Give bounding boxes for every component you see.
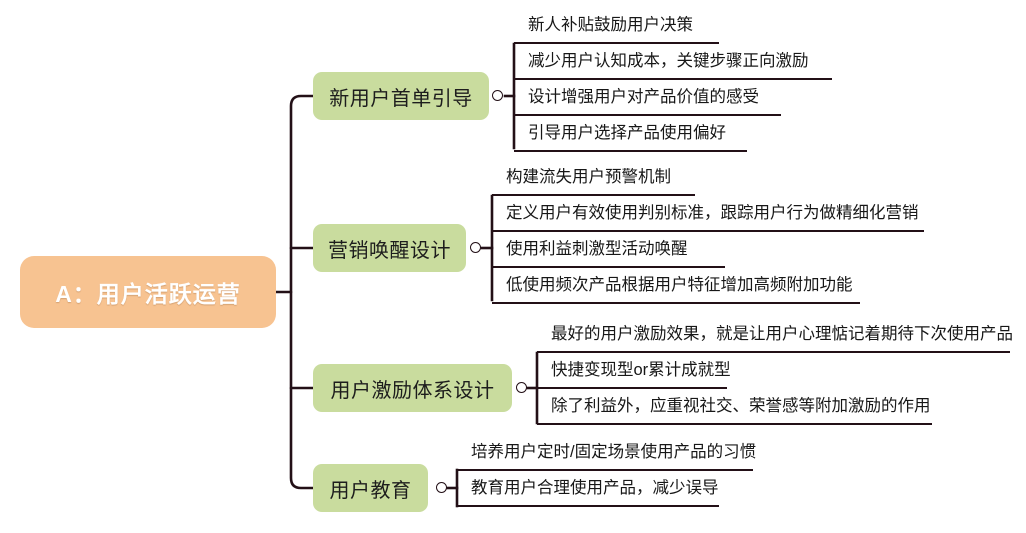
leaf-item[interactable]: 教育用户合理使用产品，减少误导 xyxy=(457,473,719,507)
branch-node-1[interactable]: 新用户首单引导 xyxy=(313,72,489,120)
branch-node-3-label: 用户激励体系设计 xyxy=(330,379,495,402)
branch-node-3[interactable]: 用户激励体系设计 xyxy=(313,364,512,412)
leaf-item[interactable]: 构建流失用户预警机制 xyxy=(492,162,695,196)
branch-node-2-label: 营销唤醒设计 xyxy=(328,239,451,262)
branch-2-collapse-toggle-icon[interactable] xyxy=(470,242,481,253)
branch-node-4-label: 用户教育 xyxy=(329,479,412,502)
leaf-item[interactable]: 设计增强用户对产品价值的感受 xyxy=(514,82,781,116)
root-node-label: A：用户活跃运营 xyxy=(55,281,241,307)
leaf-item[interactable]: 除了利益外，应重视社交、荣誉感等附加激励的作用 xyxy=(537,391,932,425)
leaf-item[interactable]: 使用利益刺激型活动唤醒 xyxy=(492,234,725,268)
root-node[interactable]: A：用户活跃运营 xyxy=(20,256,276,328)
leaf-item[interactable]: 快捷变现型or累计成就型 xyxy=(537,355,731,389)
main-trunk-line xyxy=(289,94,315,490)
branch-node-2[interactable]: 营销唤醒设计 xyxy=(313,224,466,272)
leaf-item[interactable]: 培养用户定时/固定场景使用产品的习惯 xyxy=(457,437,756,471)
branch-4-collapse-toggle-icon[interactable] xyxy=(436,482,447,493)
leaf-item[interactable]: 低使用频次产品根据用户特征增加高频附加功能 xyxy=(492,270,860,304)
leaf-item[interactable]: 减少用户认知成本，关键步骤正向激励 xyxy=(514,46,832,80)
leaf-item[interactable]: 定义用户有效使用判别标准，跟踪用户行为做精细化营销 xyxy=(492,198,924,232)
branch-3-collapse-toggle-icon[interactable] xyxy=(516,382,527,393)
leaf-item[interactable]: 最好的用户激励效果，就是让用户心理惦记着期待下次使用产品 xyxy=(537,319,1013,353)
branch-1-collapse-toggle-icon[interactable] xyxy=(492,90,503,101)
leaf-item[interactable]: 新人补贴鼓励用户决策 xyxy=(514,10,719,44)
branch-node-1-label: 新用户首单引导 xyxy=(329,87,473,110)
leaf-item[interactable]: 引导用户选择产品使用偏好 xyxy=(514,118,747,152)
branch-node-4[interactable]: 用户教育 xyxy=(313,464,428,512)
